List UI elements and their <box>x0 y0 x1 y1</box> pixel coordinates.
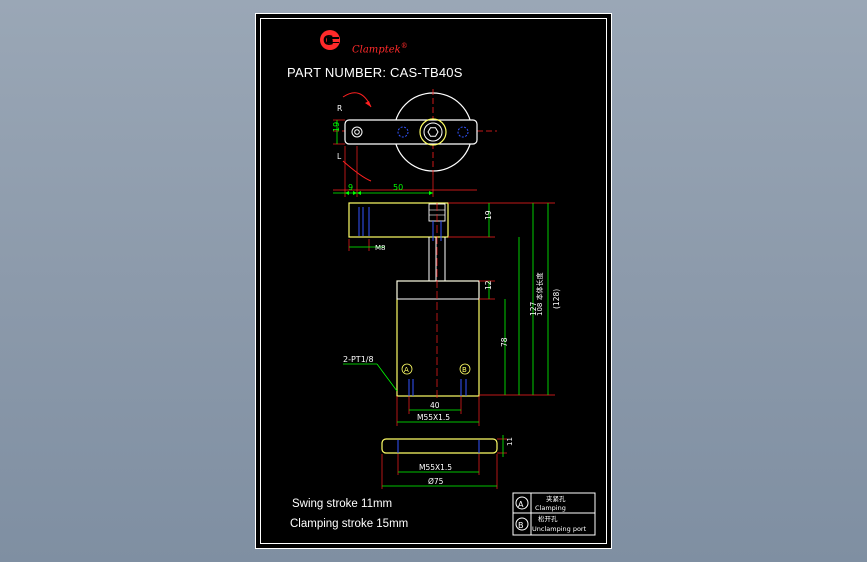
swing-stroke-note: Swing stroke 11mm <box>292 498 393 510</box>
dim-front-thread: M55X1.5 <box>417 413 450 422</box>
sheet-border: G <box>260 18 607 544</box>
dim-front-78: 78 <box>500 337 509 347</box>
registered-mark: ® <box>400 42 408 50</box>
dim-top-19: 19 <box>332 122 341 132</box>
dim-top-9: 9 <box>348 183 353 192</box>
dim-nut-11: 11 <box>506 437 514 446</box>
nut-view <box>381 435 507 489</box>
dim-m8: M8 <box>375 244 386 252</box>
drawing-sheet: G <box>255 13 612 549</box>
port-a-symbol: A <box>404 366 409 374</box>
dim-front-19: 19 <box>484 210 493 220</box>
port-label: 2-PT1/8 <box>343 355 374 364</box>
legend-en-a: Clamping <box>535 504 566 512</box>
dim-front-12: 12 <box>484 280 493 290</box>
legend-cn-b: 松开孔 <box>538 514 558 523</box>
front-view <box>343 202 555 426</box>
technical-drawing: G <box>320 30 596 536</box>
label-r: R <box>337 104 342 113</box>
dim-front-108: 108 本体长度 <box>535 272 544 316</box>
part-number: PART NUMBER: CAS-TB40S <box>287 65 463 80</box>
legend-symbol-a: A <box>518 500 524 509</box>
dim-top-50: 50 <box>393 183 403 192</box>
dim-front-127: 127 <box>529 301 538 316</box>
port-b-symbol: B <box>462 366 467 374</box>
legend-table <box>512 492 596 536</box>
rotation-arrow <box>342 92 372 108</box>
label-l: L <box>337 152 342 161</box>
brand-name: Clamptek® <box>352 42 408 55</box>
rotation-arrow-lower <box>342 160 372 182</box>
legend-cn-a: 夹紧孔 <box>546 494 566 503</box>
dim-nut-diameter: Ø75 <box>428 477 444 486</box>
legend-en-b: Unclamping port <box>532 525 587 533</box>
clamping-stroke-note: Clamping stroke 15mm <box>290 518 409 530</box>
brand-name-text: Clamptek <box>352 44 401 56</box>
top-view <box>333 89 497 197</box>
logo-letter: G <box>323 34 334 49</box>
dim-front-40: 40 <box>430 401 440 410</box>
legend-symbol-b: B <box>518 521 524 530</box>
rotation-arrow-head <box>365 101 371 107</box>
logo-icon <box>320 30 340 50</box>
dim-nut-thread: M55X1.5 <box>419 463 452 472</box>
dim-front-128: (128) <box>552 289 561 309</box>
